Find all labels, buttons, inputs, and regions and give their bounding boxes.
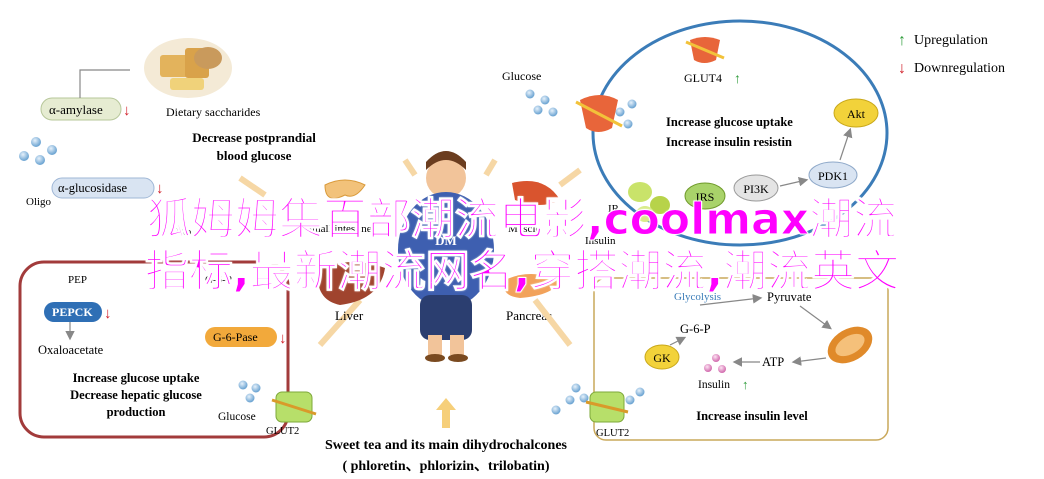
glucosidase-pill [51,177,155,199]
mono-label: Mo [176,226,192,238]
mitochondria-icon [827,326,873,364]
ir-label: IR [608,203,620,215]
intestine-panel: α-amylase ↓ Dietary saccharides Decrease… [19,38,316,238]
pdk1-label: PDK1 [818,169,848,183]
pyruvate-label: Pyruvate [767,290,812,304]
irs-label: IRS [696,190,715,204]
glut2-transporter-icon [585,391,629,423]
g6pase-label: G-6-Pase [213,330,258,344]
gk-node [644,344,680,370]
small-intestine-icon [324,179,366,199]
pi3k-label: PI3K [743,182,769,196]
decrease-line2: blood glucose [217,148,292,163]
amylase-line [79,69,130,98]
down-arrow-icon: ↓ [156,181,164,197]
up-arrow-icon: ↑ [742,377,749,392]
up-arrow-icon: ↑ [898,32,906,49]
decrease-line1: Decrease postprandial [192,130,316,145]
up-arrow-icon: ↑ [734,72,741,87]
glut4-transporter-icon [575,37,725,132]
glut4-label: GLUT4 [684,71,722,85]
g6p-label: G-6-P [205,274,232,286]
feeder-arrows [238,158,582,347]
pancreas-text: Increase insulin level [696,409,808,423]
overlay-text-line1: 狐姆姆集百部潮流电影,coolmax潮流 [146,194,898,245]
liver-glucose-label: Glucose [218,411,256,423]
insulin-receptor-icon [628,182,670,222]
oligosaccharide-dots [19,137,57,165]
g6pase-pill [205,327,277,347]
oligo-label: Oligo [26,196,52,208]
head [426,158,466,198]
down-arrow-icon: ↓ [104,306,112,322]
liver-panel: PEP G-6-P PEPCK ↓ Oxaloacetate G-6-Pase … [18,260,363,439]
pancreas-glut2-label: GLUT2 [596,428,629,439]
legend-down-label: Downregulation [914,61,1005,76]
gk-arrow [669,336,687,346]
g6p-to-pyruvate-arrow [699,294,763,306]
glucose-dots [551,383,645,415]
muscle-glucose-label: Glucose [502,69,541,83]
gk-label: GK [653,351,671,365]
dietary-label: Dietary saccharides [166,105,261,119]
legend: ↑ Upregulation ↓ Downregulation [898,32,1005,77]
g6p-label: G-6-P [680,322,711,336]
muscle-panel: Glucose GLUT4 ↑ Increase glucose uptake … [502,19,889,247]
bottom-caption-line2: ( phloretin、phlorizin、trilobatin) [342,459,549,474]
irs-node [684,182,726,210]
down-arrow-icon: ↓ [123,103,131,119]
liver-glut2-label: GLUT2 [266,426,299,437]
mito-to-atp-arrow [791,356,827,366]
pdk1-node [808,161,858,189]
amylase-pill [40,97,122,121]
legend-up-label: Upregulation [914,33,988,48]
small-intestine-label: Small intestine [306,223,372,235]
muscle-oval [591,19,889,247]
pancreas-box [593,277,889,441]
pdk1-to-akt-arrow [839,127,853,161]
glucosidase-label: α-glucosidase [58,181,127,195]
liver-organ-icon [317,261,385,305]
pi3k-node [733,174,779,202]
liver-organ-label: Liver [335,308,364,323]
pepck-pill [44,302,102,322]
liver-box [18,260,290,439]
muscle-text-line2: Increase insulin resistin [666,135,792,149]
overlay-text-line2: 指标,最新潮流网名,穿搭潮流,潮流英文 [144,246,900,297]
atp-label: ATP [762,355,784,369]
liver-to-box-arrow [317,298,363,347]
glucose-dots [238,380,261,403]
pi3k-to-pdk1-arrow [779,176,809,187]
liver-text-line1: Increase glucose uptake [73,371,200,385]
muscle-organ-label: Muscle [508,223,541,235]
muscle-text-line1: Increase glucose uptake [666,115,793,129]
down-arrow-icon: ↓ [898,60,906,77]
body-figure: DM [398,151,494,362]
pepck-label: PEPCK [52,305,93,319]
liver-text-line2: Decrease hepatic glucose [70,388,202,402]
amylase-label: α-amylase [49,102,103,117]
pancreas-panel: Glycolysis Pyruvate G-6-P GK ATP Insulin… [551,277,889,441]
bottom-caption-line1: Sweet tea and its main dihydrochalcones [325,438,568,453]
pancreas-insulin-label: Insulin [698,379,730,391]
glut2-transporter-icon [271,391,317,423]
muscle-organ-icon [512,181,560,205]
akt-label: Akt [847,107,866,121]
pyruvate-to-mito-arrow [799,305,832,330]
dm-label: DM [435,233,457,248]
saccharides-image [144,38,232,98]
down-arrow-icon: ↓ [279,331,287,347]
pep-label: PEP [68,274,87,286]
liver-text-line3: production [107,405,166,419]
sweet-tea-arrow-icon [436,398,456,428]
insulin-dots [704,354,726,373]
torso [398,192,494,308]
muscle-insulin-label: Insulin [585,235,616,247]
akt-node [833,98,879,128]
glycolysis-label: Glycolysis [674,291,721,303]
pancreas-organ-icon [504,274,560,298]
glucose-dots [525,89,637,129]
oxaloacetate-label: Oxaloacetate [38,343,104,357]
